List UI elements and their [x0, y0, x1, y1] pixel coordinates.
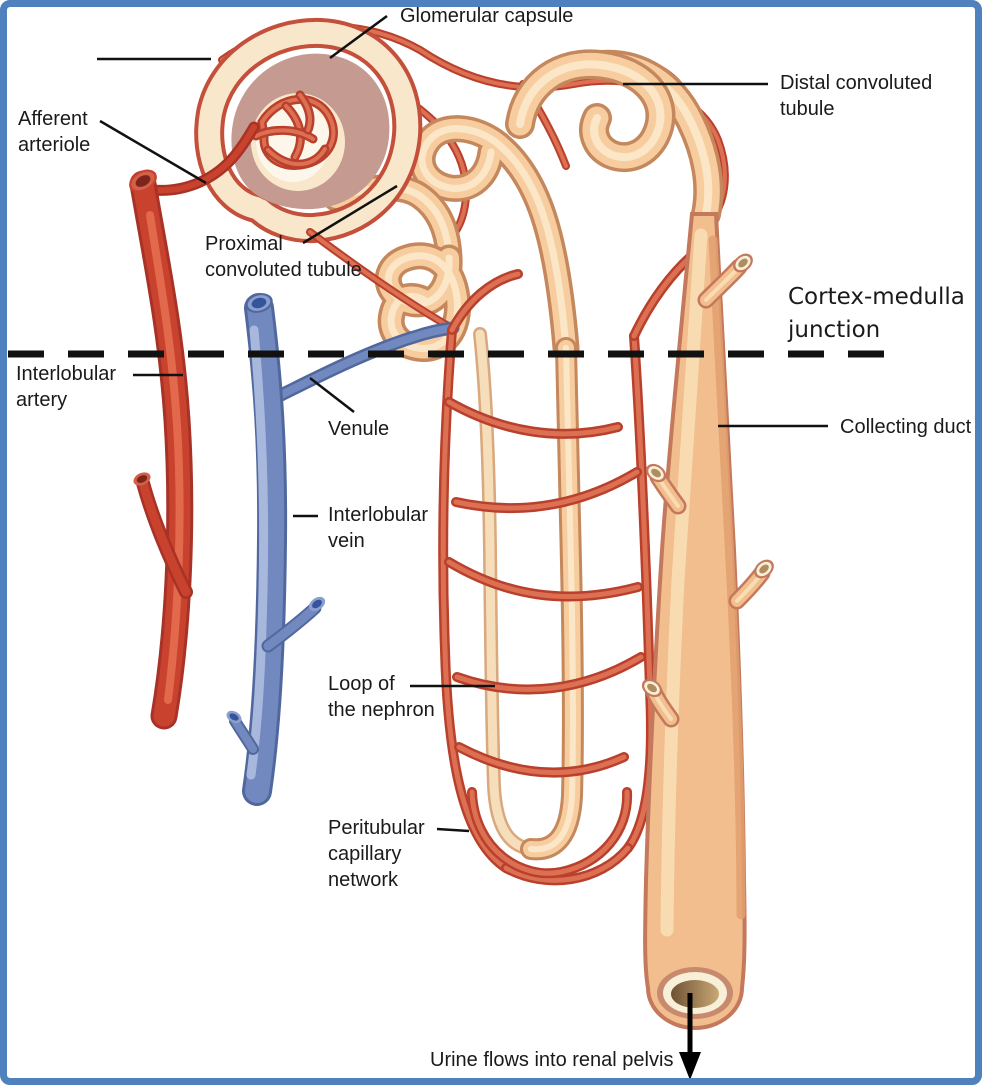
vein-opening — [245, 293, 273, 313]
artery-opening — [129, 169, 157, 193]
label-cortex-medulla-junction: Cortex-medulla junction — [788, 284, 965, 343]
label-collecting-duct: Collecting duct — [840, 416, 972, 438]
label-peritubular-capillary-network: Peritubular capillary network — [328, 817, 425, 891]
venule-leader-line — [309, 377, 355, 413]
artery-branch-opening — [133, 472, 151, 486]
label-distal-convoluted-tubule: Distal convoluted tubule — [780, 72, 933, 120]
afferent-arteriole-leader-line — [99, 119, 207, 185]
label-interlobular-artery: Interlobular artery — [16, 363, 117, 411]
peritubular-leader-line — [436, 827, 470, 833]
label-urine-flow: Urine flows into renal pelvis — [430, 1049, 674, 1071]
label-glomerular-capsule: Glomerular capsule — [400, 5, 574, 27]
label-loop-of-nephron: Loop of the nephron — [328, 673, 435, 721]
collecting-duct-opening — [657, 967, 733, 1019]
urine-flow-arrow-icon — [679, 993, 701, 1080]
label-proximal-convoluted-tubule: Proximal convoluted tubule — [205, 233, 362, 281]
interlobular-artery-vessel — [129, 169, 186, 716]
glomerulus-capillaries — [251, 90, 338, 170]
glomerular-capsule-leader-line — [329, 14, 388, 60]
interlobular-vein-vessel — [226, 290, 453, 791]
label-interlobular-vein: Interlobular vein — [328, 504, 429, 552]
label-venule: Venule — [328, 418, 390, 440]
proximal-convoluted-tubule-leader-line — [302, 184, 398, 245]
label-afferent-arteriole: Afferent arteriole — [18, 108, 91, 156]
collecting-duct-branches — [641, 253, 774, 719]
collecting-duct-shape — [641, 212, 774, 1030]
leader-lines — [97, 14, 828, 833]
